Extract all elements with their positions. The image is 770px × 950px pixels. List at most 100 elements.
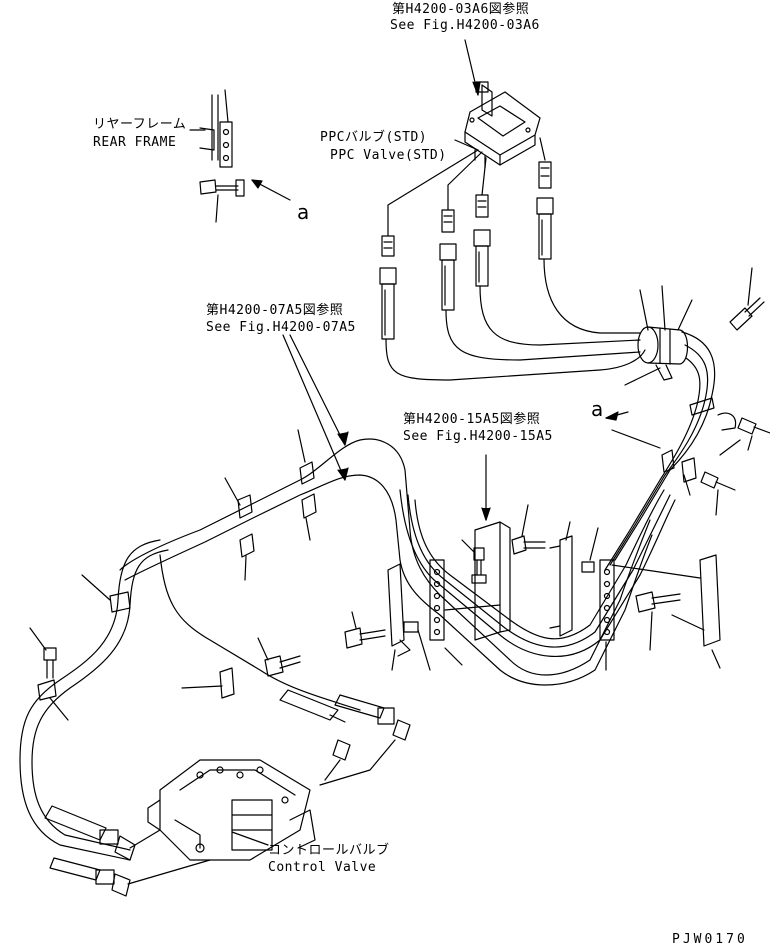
view-marker-a-left: a xyxy=(297,200,310,224)
bracket-center-left xyxy=(388,564,410,656)
rear-frame-bracket xyxy=(200,95,232,167)
clamp-left-1 xyxy=(110,592,130,612)
leader-plate-1 xyxy=(445,648,462,665)
clamp-right-4 xyxy=(682,458,696,482)
bracket-right-long xyxy=(550,536,572,636)
leader-bolt-right-3 xyxy=(650,612,652,650)
leader-bolt-top-right xyxy=(748,268,752,305)
leader-clamp-a xyxy=(612,430,660,448)
hose-end-fitting-1 xyxy=(380,236,396,339)
hose-valve-1 xyxy=(280,690,345,722)
view-a-arrowhead-right xyxy=(606,412,618,420)
ref-07a5-label-jp: 第H4200-07A5図参照 xyxy=(206,303,344,318)
ref-03a6-arrow xyxy=(473,82,480,95)
hose-elbow-2 xyxy=(325,760,340,780)
leader-sleeve-3 xyxy=(678,300,692,330)
leader-bracket-15a5 xyxy=(445,605,500,610)
control-valve xyxy=(148,760,315,860)
leader-bolt-center-1 xyxy=(462,540,474,552)
leader-bracket-center xyxy=(392,650,395,670)
leader-bolt-center-3 xyxy=(352,612,356,628)
leader-bolt-center-low xyxy=(258,638,268,660)
bundle-center-3 xyxy=(415,490,664,639)
hose-end-fitting-2 xyxy=(440,210,456,310)
ppc-valve-label-jp: PPCバルブ(STD) xyxy=(320,130,428,145)
pipe-left-loop-outer xyxy=(20,540,160,860)
hose-a xyxy=(386,339,645,380)
clamp-pipe-upper-2 xyxy=(300,462,314,484)
hose-link-valve-2 xyxy=(128,860,210,884)
ref-07a5-label-en: See Fig.H4200-07A5 xyxy=(206,320,356,335)
port-line-2 xyxy=(448,152,482,210)
clamp-pipe-lower-2 xyxy=(302,494,316,518)
clamp-pipe-upper-1 xyxy=(238,495,252,518)
ppc-valve xyxy=(465,82,540,168)
clamp-plate-right xyxy=(600,560,614,640)
port-line-3 xyxy=(482,158,486,195)
hose-end-fitting-4 xyxy=(537,162,553,259)
leader-bolt-right-1 xyxy=(748,436,752,450)
bolt-center-2 xyxy=(512,536,545,554)
clamp-right-2 xyxy=(718,413,736,430)
hose-link-valve-1 xyxy=(130,830,160,848)
leader-clamp-pipe-4 xyxy=(306,518,310,540)
bolt-top-right xyxy=(730,298,764,330)
hose-d xyxy=(544,259,640,333)
long-pipe-lower xyxy=(125,475,652,685)
spacer-right xyxy=(582,562,594,572)
leader-clamp-left-1 xyxy=(82,575,110,600)
leader-control-valve xyxy=(232,832,268,845)
rear-frame-label-en: REAR FRAME xyxy=(93,135,177,150)
clamp-pipe-lower-1 xyxy=(240,534,254,557)
leader-cover-plate-2 xyxy=(672,615,704,630)
bolt-right-1 xyxy=(738,418,770,434)
bolt-right-3 xyxy=(636,592,680,612)
hose-elbow-1 xyxy=(320,740,395,785)
leader-spacer-right xyxy=(590,528,598,560)
leader-clamp-c xyxy=(684,475,690,495)
leader-sleeve-1 xyxy=(640,290,648,330)
leader-sleeve-4 xyxy=(625,368,660,385)
port-line-4 xyxy=(540,138,545,160)
ref-07a5-leader-2 xyxy=(283,335,345,480)
ref-15a5-label-jp: 第H4200-15A5図参照 xyxy=(403,412,541,427)
elbow-fitting-2 xyxy=(333,740,350,760)
rear-frame-label-jp: リヤーフレーム xyxy=(93,117,187,132)
bolt-center-low xyxy=(265,656,300,676)
leader-spacer-center xyxy=(418,630,430,670)
bolt-right-2 xyxy=(701,472,735,490)
spacer-center xyxy=(404,622,418,632)
leader-clamp-left-2 xyxy=(50,698,68,720)
bolt-center-3 xyxy=(345,628,385,648)
clamp-left-2 xyxy=(38,680,56,700)
leader-bolt-left xyxy=(30,628,46,650)
leader-bracket-right xyxy=(566,522,570,540)
leader-clamp-center-low xyxy=(182,686,222,688)
view-a-arrowhead-left xyxy=(252,180,262,188)
bolt-rear-frame xyxy=(200,180,244,196)
ppc-label-leader xyxy=(455,140,478,150)
leader-clamp-pipe-1 xyxy=(225,478,240,505)
bundle-center-1 xyxy=(400,490,675,656)
hose-bundle-right-1 xyxy=(615,332,715,560)
port-line-1 xyxy=(388,150,478,235)
bolt-center-1 xyxy=(472,548,486,583)
pipe-left-loop-inner xyxy=(32,550,168,850)
long-pipe-upper xyxy=(120,439,650,675)
control-valve-label-en: Control Valve xyxy=(268,860,377,875)
clamp-center-low xyxy=(220,668,234,698)
leader-rear-bracket xyxy=(225,90,228,122)
drawing-code: PJW0170 xyxy=(672,932,748,947)
leader-clamp-pipe-2 xyxy=(298,430,305,462)
ppc-valve-label-en: PPC Valve(STD) xyxy=(330,148,447,163)
clamp-right-3 xyxy=(662,450,674,472)
hose-left-valve-1 xyxy=(45,806,135,860)
ref-07a5-arrow-1 xyxy=(338,432,348,445)
clamp-right-1 xyxy=(690,398,714,415)
leader-bolt-right-2 xyxy=(716,490,718,515)
ref-03a6-label-jp: 第H4200-03A6図参照 xyxy=(392,2,530,17)
hose-valve-2 xyxy=(335,695,394,724)
leader-clamp-pipe-3 xyxy=(245,556,246,580)
view-marker-a-right: a xyxy=(591,397,604,421)
